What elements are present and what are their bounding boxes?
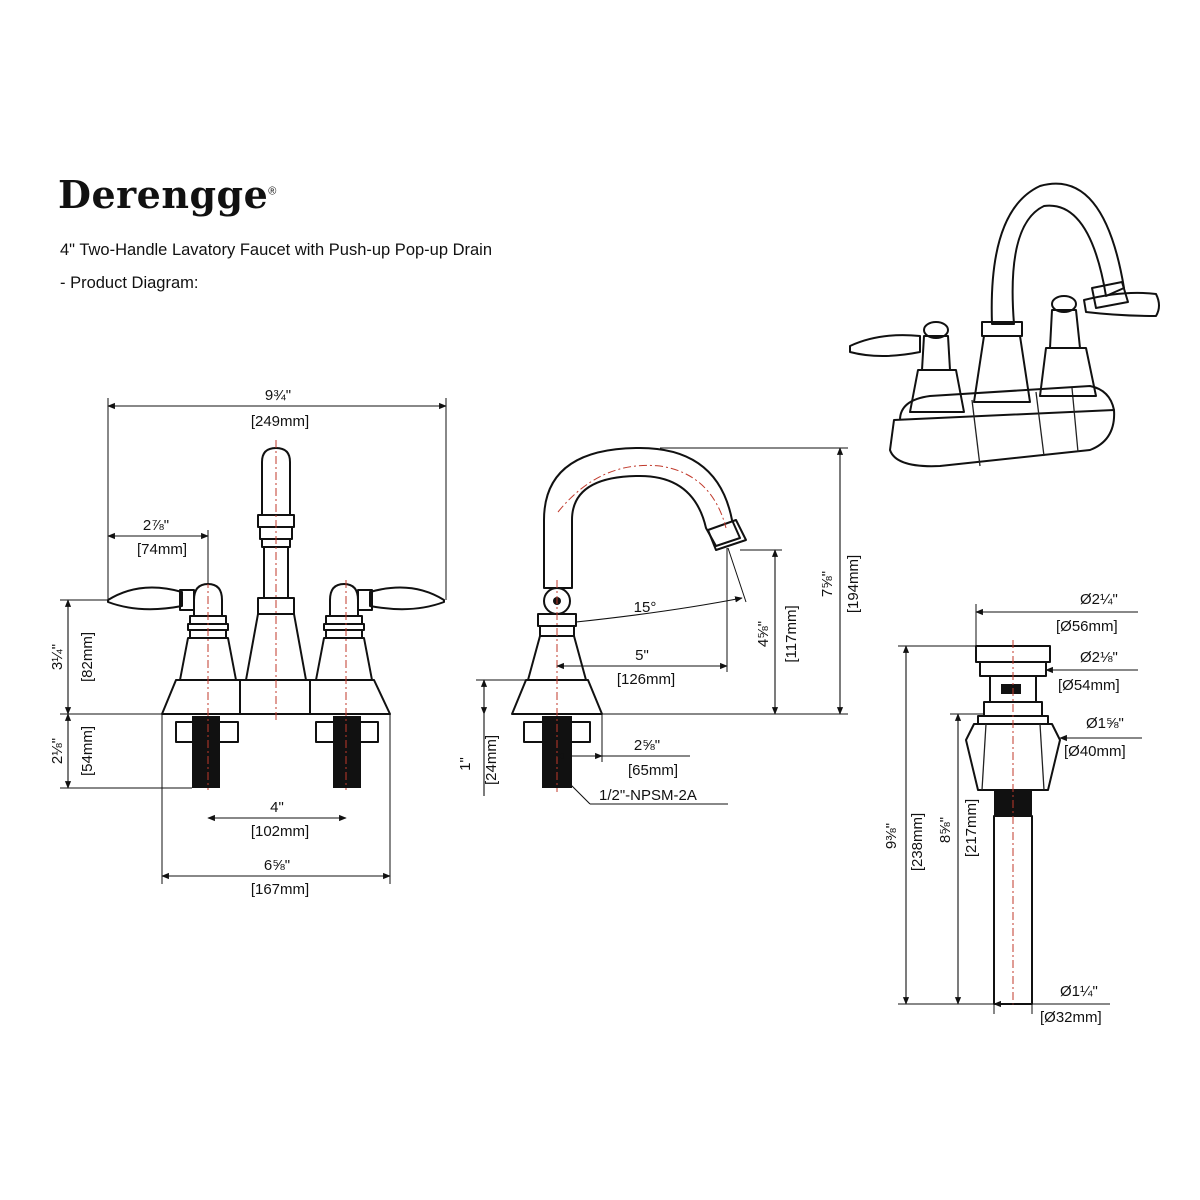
spout-height-mm: [117mm] bbox=[783, 605, 800, 662]
dim-spout-reach: 5" [126mm] bbox=[556, 548, 728, 688]
thread-spec: 1/2"-NPSM-2A bbox=[599, 787, 697, 804]
side-view: 15° 5" [126mm] 4⅝" [117mm] 7⅝" [194mm] bbox=[457, 447, 862, 805]
dim-body-diameter: Ø1⅝" [Ø40mm] bbox=[1059, 715, 1142, 760]
cap-dia-in: Ø2¼" bbox=[1080, 591, 1118, 608]
thread-callout: 1/2"-NPSM-2A bbox=[567, 781, 728, 805]
front-shanks bbox=[175, 716, 379, 788]
dim-drain-body-length: 8⅝" [217mm] bbox=[937, 713, 984, 1005]
spout-reach-mm: [126mm] bbox=[617, 671, 675, 688]
spout-angle: 15° bbox=[634, 599, 657, 616]
handle-offset-in: 2⅞" bbox=[143, 517, 169, 534]
overall-width-mm: [249mm] bbox=[251, 413, 309, 430]
overall-width-in: 9¾" bbox=[265, 387, 291, 404]
center-spread-mm: [102mm] bbox=[251, 823, 309, 840]
tail-dia-mm: [Ø32mm] bbox=[1040, 1009, 1102, 1026]
product-diagram-label: - Product Diagram: bbox=[60, 274, 199, 292]
tail-dia-in: Ø1¼" bbox=[1060, 983, 1098, 1000]
total-len-in: 9⅜" bbox=[883, 823, 900, 849]
dim-base-width: 6⅝" [167mm] bbox=[161, 714, 391, 898]
dim-total-height: 7⅝" [194mm] bbox=[602, 447, 862, 715]
shank-length-mm: [54mm] bbox=[79, 726, 96, 776]
base-width-in: 6⅝" bbox=[264, 857, 290, 874]
cap-dia-mm: [Ø56mm] bbox=[1056, 618, 1118, 635]
flange-dia-in: Ø2⅛" bbox=[1080, 649, 1118, 666]
dim-shank-length: 2⅛" [54mm] bbox=[49, 713, 192, 789]
front-right-handle bbox=[315, 583, 445, 681]
brand-logo: Derengge® bbox=[58, 172, 277, 217]
dim-center-spread: 4" [102mm] bbox=[207, 799, 347, 840]
front-view: 9¾" [249mm] 2⅞" [74mm] 3¼" [82mm] 2⅛" [5… bbox=[49, 387, 447, 898]
front-left-handle bbox=[107, 583, 237, 681]
total-len-mm: [238mm] bbox=[909, 813, 926, 871]
dim-overall-width: 9¾" [249mm] bbox=[107, 387, 447, 600]
dim-drain-total-length: 9⅜" [238mm] bbox=[883, 645, 994, 1005]
brand-mark: ® bbox=[268, 185, 277, 198]
dim-flange-diameter: Ø2⅛" [Ø54mm] bbox=[1045, 649, 1138, 694]
dim-tail-diameter: Ø1¼" [Ø32mm] bbox=[993, 983, 1110, 1026]
dim-spout-height: 4⅝" [117mm] bbox=[740, 549, 800, 715]
dim-handle-offset: 2⅞" [74mm] bbox=[107, 517, 209, 584]
handle-offset-mm: [74mm] bbox=[137, 541, 187, 558]
brand-name: Derengge bbox=[58, 172, 269, 217]
dim-spout-angle: 15° bbox=[575, 547, 747, 623]
body-len-in: 8⅝" bbox=[937, 817, 954, 843]
body-dia-mm: [Ø40mm] bbox=[1064, 743, 1126, 760]
body-dia-in: Ø1⅝" bbox=[1086, 715, 1124, 732]
base-depth-in: 2⅝" bbox=[634, 737, 660, 754]
body-height-in: 3¼" bbox=[49, 644, 66, 670]
drain-view: Ø2¼" [Ø56mm] Ø2⅛" [Ø54mm] Ø1⅝" [Ø40mm] 9… bbox=[883, 591, 1142, 1026]
total-height-in: 7⅝" bbox=[819, 571, 836, 597]
base-width-mm: [167mm] bbox=[251, 881, 309, 898]
spout-height-in: 4⅝" bbox=[755, 621, 772, 647]
base-height-in: 1" bbox=[457, 757, 474, 771]
total-height-mm: [194mm] bbox=[845, 555, 862, 613]
dim-base-height: 1" [24mm] bbox=[457, 679, 526, 796]
body-len-mm: [217mm] bbox=[963, 799, 980, 857]
dim-cap-diameter: Ø2¼" [Ø56mm] bbox=[975, 591, 1138, 646]
faucet-perspective-illustration bbox=[849, 182, 1160, 468]
body-height-mm: [82mm] bbox=[79, 632, 96, 682]
shank-length-in: 2⅛" bbox=[49, 738, 66, 764]
base-depth-mm: [65mm] bbox=[628, 762, 678, 779]
dim-base-depth: 2⅝" [65mm] bbox=[556, 714, 690, 779]
spout-reach-in: 5" bbox=[635, 647, 649, 664]
product-title: 4" Two-Handle Lavatory Faucet with Push-… bbox=[60, 241, 493, 259]
center-spread-in: 4" bbox=[270, 799, 284, 816]
flange-dia-mm: [Ø54mm] bbox=[1058, 677, 1120, 694]
dim-body-height: 3¼" [82mm] bbox=[49, 599, 108, 715]
front-base bbox=[60, 679, 391, 715]
base-height-mm: [24mm] bbox=[483, 735, 500, 785]
